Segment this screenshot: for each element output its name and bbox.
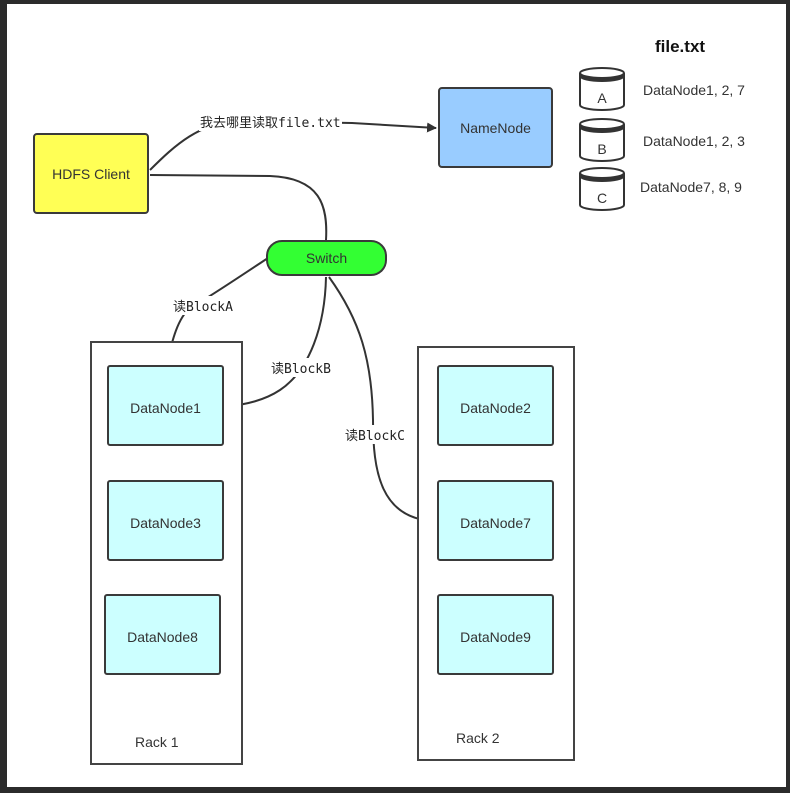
- datanode-label: DataNode7: [460, 515, 531, 531]
- datanode-label: DataNode2: [460, 400, 531, 416]
- datanode-label: DataNode3: [130, 515, 201, 531]
- hdfs-client-label: HDFS Client: [52, 165, 130, 182]
- datanode-1: DataNode1: [107, 365, 224, 446]
- block-label: B: [597, 141, 606, 157]
- block-label: A: [597, 90, 607, 106]
- edge-label-read-a: 读BlockA: [172, 296, 234, 315]
- edge-switch-datanode1-b: [227, 276, 327, 411]
- datanode-2: DataNode2: [437, 365, 554, 446]
- datanode-label: DataNode9: [460, 629, 531, 645]
- block-label: C: [597, 190, 607, 206]
- datanode-7: DataNode7: [437, 480, 554, 561]
- datanode-label: DataNode1: [130, 400, 201, 416]
- namenode-node: NameNode: [438, 87, 553, 168]
- rack-1-label: Rack 1: [135, 734, 179, 750]
- legend-c-nodes: DataNode7, 8, 9: [640, 179, 742, 195]
- edge-switch-datanode7-c: [328, 276, 437, 526]
- hdfs-client-node: HDFS Client: [33, 133, 149, 214]
- rack-2-label: Rack 2: [456, 730, 500, 746]
- datanode-label: DataNode8: [127, 629, 198, 645]
- edge-label-query: 我去哪里读取file.txt: [199, 112, 342, 131]
- legend-block-b: B: [579, 118, 625, 162]
- legend-b-nodes: DataNode1, 2, 3: [643, 133, 745, 149]
- edge-label-read-c: 读BlockC: [344, 425, 406, 444]
- edge-label-read-b: 读BlockB: [270, 358, 332, 377]
- namenode-label: NameNode: [460, 119, 531, 136]
- datanode-9: DataNode9: [437, 594, 554, 675]
- file-title: file.txt: [655, 37, 706, 56]
- switch-label: Switch: [305, 250, 348, 266]
- edge-client-switch: [149, 174, 328, 241]
- legend-block-a: A: [579, 67, 625, 111]
- legend-block-c: C: [579, 167, 625, 211]
- switch-node: Switch: [266, 240, 387, 276]
- legend-a-nodes: DataNode1, 2, 7: [643, 82, 745, 98]
- datanode-8: DataNode8: [104, 594, 221, 675]
- datanode-3: DataNode3: [107, 480, 224, 561]
